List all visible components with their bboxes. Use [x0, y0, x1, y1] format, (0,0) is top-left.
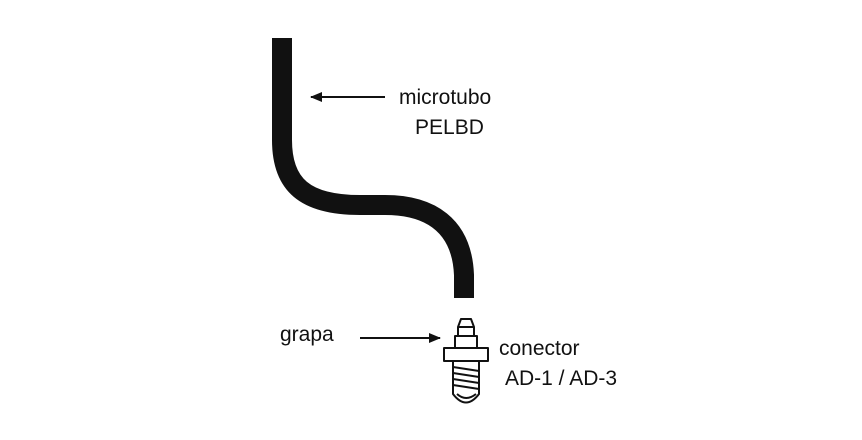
clip-label: grapa — [280, 323, 334, 346]
connector-label: conector — [499, 337, 580, 360]
material-label: PELBD — [415, 116, 484, 139]
connector-model-label: AD-1 / AD-3 — [505, 367, 618, 390]
connector-shape — [443, 318, 489, 404]
microtube-shape — [272, 38, 474, 298]
microtube-label: microtubo — [399, 86, 492, 109]
